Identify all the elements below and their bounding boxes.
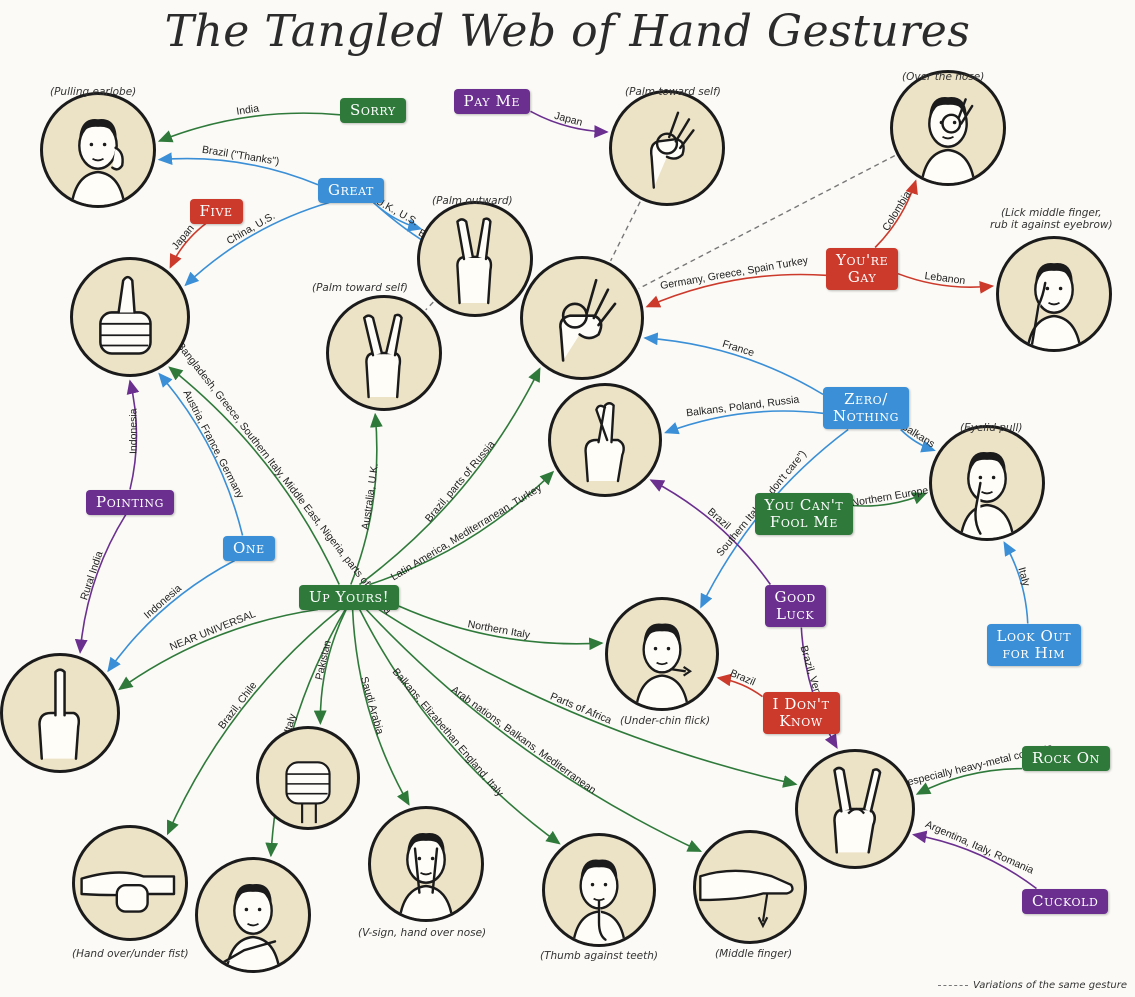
edge-label: Indonesia [128,408,140,454]
meaning-zero: Zero/Nothing [823,387,909,430]
gesture-caption: (V-sign, hand over nose) [358,927,486,939]
edge-sorry-earlobe [159,113,340,141]
meaning-sorry: Sorry [340,98,406,123]
edge-one-index [108,561,234,671]
meaning-pointing: Pointing [86,490,174,515]
edge-label: Saudi Arabia [358,675,386,736]
meaning-five: Five [190,199,243,224]
edge-label: Indonesia [142,582,184,621]
thumbs-up-icon [70,257,190,377]
edge-upyours-horns [379,610,796,785]
variation-link [426,302,434,310]
middle-finger-flick-icon [693,830,807,944]
legend: Variations of the same gesture [938,980,1127,991]
gesture-caption: (Palm outward) [432,195,513,207]
horns-icon [795,749,915,869]
edge-label: Lebanon [924,270,966,287]
dashed-line-icon [938,985,968,986]
gesture-caption: (Palm toward self) [625,86,721,98]
meaning-payme: Pay Me [454,89,531,114]
eyebrow-finger-icon [996,236,1112,352]
edge-upyours-vnose [353,610,409,805]
edge-label: Parts of Africa [548,690,613,726]
meaning-rockon: Rock On [1022,746,1110,771]
edge-label: Northern Italy [467,618,532,641]
gesture-caption: (Under-chin flick) [620,715,710,727]
edge-label: Brazil ("Thanks") [201,144,280,168]
eyelid-pull-icon [929,425,1045,541]
v-over-nose-icon [368,806,484,922]
edge-goodluck-crossed [651,480,770,584]
edge-label: Japan [169,222,196,252]
ok-palm-self-icon [609,90,725,206]
arm-gesture-icon [195,857,311,973]
v-sign-self-icon [326,295,442,411]
gesture-caption: (Eyelid pull) [960,422,1023,434]
hand-over-fist-icon [72,825,188,941]
edge-label: Italy [1015,566,1032,589]
fig-fist-icon [256,726,360,830]
meaning-one: One [223,536,275,561]
gesture-caption: (Pulling earlobe) [50,86,136,98]
index-finger-icon [0,653,120,773]
edge-label: NEAR UNIVERSAL [168,608,258,653]
edge-label: Brazil, Chile [216,679,260,731]
edge-label: Latin America, Mediterranean, Turkey [389,482,545,584]
gesture-caption: (Middle finger) [715,948,792,960]
earlobe-pull-icon [40,92,156,208]
edge-label: Brazil, parts of Russia [423,438,498,524]
edge-label: Pakistan [313,639,334,681]
meaning-upyours: Up Yours! [299,585,399,610]
edge-label: Rural India [78,550,105,602]
v-sign-outward-icon [417,201,533,317]
meaning-great: Great [318,178,384,203]
ok-over-nose-icon [890,70,1006,186]
crossed-fingers-icon [548,383,662,497]
edge-label: Northern Europe [851,484,930,509]
gesture-caption: (Hand over/under fist) [72,948,189,960]
edge-label: Colombia [880,189,913,233]
edge-label: Germany, Greece, Spain Turkey [659,254,809,292]
gesture-caption: (Thumb against teeth) [540,950,658,962]
ok-sign-icon [520,256,644,380]
meaning-cuckold: Cuckold [1022,889,1108,914]
gesture-caption: (Lick middle finger,rub it against eyebr… [990,207,1113,231]
variation-link [611,202,641,261]
chin-flick-icon [605,597,719,711]
thumb-teeth-icon [542,833,656,947]
edge-label: Balkans, Elizabethan England, Italy [390,666,507,800]
edge-upyours-thumbteeth [360,610,560,844]
page-title: The Tangled Web of Hand Gestures [0,6,1135,57]
edge-label: Argentina, Italy, Romania [923,818,1035,876]
edge-label: Australia, U.K. [360,462,381,530]
gesture-caption: (Over the nose) [902,71,984,83]
edge-great-earlobe [159,159,318,185]
gesture-caption: (Palm toward self) [312,282,408,294]
legend-label: Variations of the same gesture [973,980,1127,991]
edge-label: Balkans, Poland, Russia [686,394,801,420]
